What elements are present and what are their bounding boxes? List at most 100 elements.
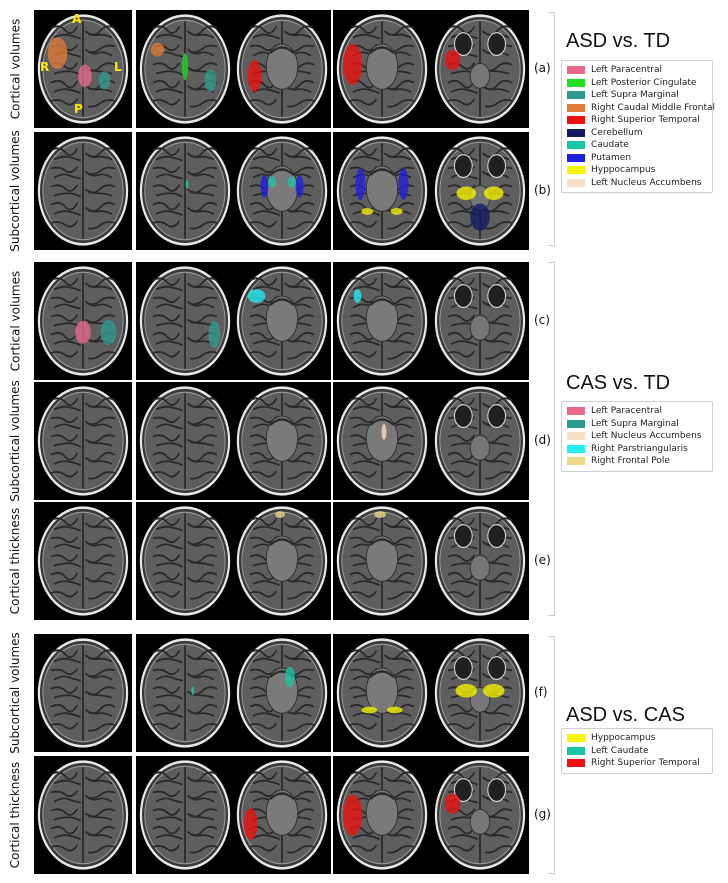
deep-gray-matter [365,789,399,836]
region-overlay [398,168,409,201]
region-overlay [47,37,68,69]
left-orbit [454,778,473,802]
region-overlay [75,321,91,344]
region-overlay [390,208,403,215]
legend-swatch [567,178,585,187]
gyri-pattern [152,147,218,230]
mri-slice-image [434,506,526,616]
legend-label: Right Superior Temporal [591,115,700,126]
legend-item: Right Caudal Middle Frontal [567,102,715,115]
bracket-asd-cas [548,636,555,874]
right-orbit [487,656,506,680]
legend-label: Cerebellum [591,127,643,138]
mri-slice [431,756,529,874]
mri-slice [136,502,234,620]
right-orbit [487,32,506,56]
legend-item: Left Supra Marginal [567,418,707,431]
legend-item: Caudate [567,139,707,152]
region-overlay [100,319,117,345]
region-overlay [342,794,363,836]
mri-slice [431,634,529,752]
region-overlay [361,208,374,215]
row-label-text: Subcortical volumes [8,632,22,754]
mri-slice [136,10,234,128]
gyri-pattern [152,277,218,360]
mri-slice-image [37,136,129,246]
right-orbit [487,524,506,548]
mri-slice [34,634,132,752]
mri-slice-image [236,386,328,496]
ventricles [269,168,295,177]
right-orbit [487,404,506,428]
mri-slice-image [139,266,231,376]
mri-slice-image [434,760,526,870]
mri-slice [333,132,431,250]
region-overlay [268,176,277,188]
brainstem [469,434,491,461]
legend-swatch [567,444,585,453]
legend-label: Right Caudal Middle Frontal [591,102,716,113]
region-overlay [150,42,165,57]
row-label-text: Cortical thickness [8,507,23,615]
row-label: Subcortical volumes [0,380,30,502]
mri-slice-image [336,386,428,496]
row-label-text: Subcortical volumes [8,130,22,252]
panel-tag: (e) [534,553,551,567]
deep-gray-matter [265,535,299,582]
legend-label: Left Nucleus Accumbens [591,431,702,442]
row-label: Cortical volumes [0,262,30,380]
mri-slice [136,382,234,500]
ventricles [269,792,295,801]
region-overlay [284,666,295,688]
region-overlay [361,706,378,714]
legend-item: Left Caudate [567,745,707,758]
region-overlay [208,321,221,349]
mri-slice-image [236,14,328,124]
mri-slice [333,382,431,500]
legend-item: Left Paracentral [567,64,707,77]
left-orbit [454,154,473,178]
figure-row: Subcortical volumes(b) [0,130,728,252]
gyri-pattern [50,649,116,732]
ventricles [369,538,395,547]
legend-item: Right Superior Temporal [567,114,707,127]
left-orbit [454,404,473,428]
left-orbit [454,284,473,308]
region-overlay [483,186,504,201]
mri-slice-image [139,760,231,870]
legend-item: Left Posterior Cingulate [567,77,707,90]
mri-slice [233,10,331,128]
region-overlay [353,289,362,303]
deep-gray-matter [265,43,299,90]
figure-row: Cortical volumes(c) [0,262,728,380]
legend-label: Left Supra Marginal [591,90,679,101]
ventricles [369,670,395,679]
orientation-left: L [114,60,122,74]
region-overlay [247,289,266,303]
mri-slice-image [434,638,526,748]
mri-slice [136,132,234,250]
legend-item: Left Nucleus Accumbens [567,430,707,443]
legend-swatch [567,141,585,150]
row-label: Cortical volumes [0,10,30,128]
mri-slice-image [37,760,129,870]
mri-slice-image [37,506,129,616]
region-overlay [355,168,366,201]
region-overlay [78,64,92,88]
mri-slice [34,502,132,620]
legend-item: Right Parstriangularis [567,443,707,456]
legend-item: Left Paracentral [567,405,707,418]
ventricles [369,46,395,55]
legend-swatch [567,128,585,137]
mri-slice-image [434,136,526,246]
figure-row: Subcortical volumes(f) [0,632,728,754]
legend-swatch [567,759,585,768]
orientation-anterior: A [72,12,82,26]
mri-slice [233,756,331,874]
left-orbit [454,524,473,548]
comparison-title-asd-td: ASD vs. TD [566,30,671,52]
mri-slice-image [236,266,328,376]
deep-gray-matter [365,295,399,342]
